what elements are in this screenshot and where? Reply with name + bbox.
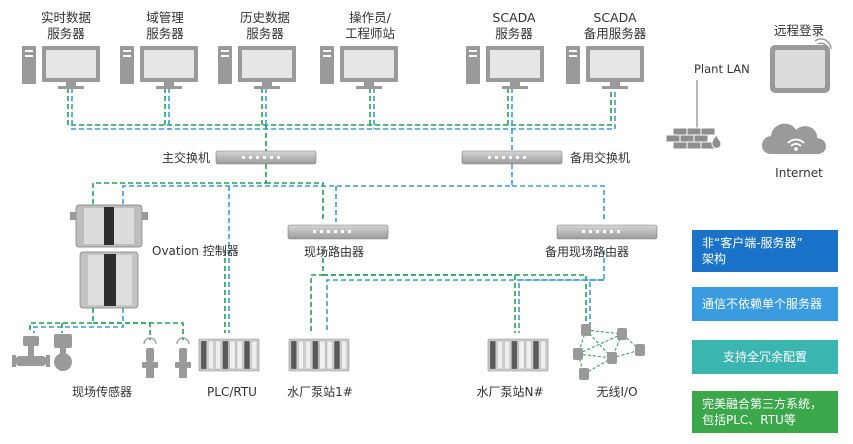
feature-text-line: 完美融合第三方系统， [702, 397, 823, 411]
backup-switch-label: 备用交换机 [570, 150, 630, 165]
wireless-sensor-icon-1 [142, 337, 158, 378]
ovation-controller [70, 204, 148, 309]
feature-box-third-party: 完美融合第三方系统， 包括PLC、RTU等 [692, 391, 838, 433]
server-workstation-icon [120, 46, 198, 89]
server-label-history-1: 历史数据 [240, 10, 290, 25]
server-label-realtime-2: 服务器 [47, 26, 85, 41]
plc-rtu-label: PLC/RTU [207, 385, 257, 399]
server-label-operator-1: 操作员/ [349, 10, 392, 25]
main-switch-label: 主交换机 [162, 150, 210, 165]
field-sensors-label: 现场传感器 [72, 384, 132, 399]
field-router [287, 224, 389, 240]
server-label-scada-1: SCADA [492, 10, 536, 25]
internet-cloud-icon [762, 123, 826, 154]
server-label-scada-backup-2: 备用服务器 [584, 26, 647, 41]
tablet-icon [770, 38, 832, 93]
wireless-io-mesh [573, 324, 645, 380]
server-label-domain-1: 域管理 [146, 10, 184, 25]
primary-network-links [29, 88, 612, 340]
server-label-domain-2: 服务器 [146, 26, 184, 41]
feature-box-non-client-server: 非“客户端-服务器” 架构 [692, 230, 838, 272]
field-router-label: 现场路由器 [304, 244, 364, 259]
server-workstation-icon [466, 46, 544, 89]
server-labels: 实时数据 服务器 域管理 服务器 历史数据 服务器 操作员/ 工程师站 SCAD… [41, 10, 647, 41]
io-rack-icon [487, 338, 549, 372]
plant-lan-label: Plant LAN [694, 62, 750, 76]
wireless-sensor-icon-2 [175, 337, 191, 378]
servers-row [22, 46, 644, 89]
internet-label: Internet [775, 166, 823, 180]
feature-text-line: 架构 [702, 252, 727, 266]
server-label-operator-2: 工程师站 [345, 26, 395, 41]
server-workstation-icon [320, 46, 398, 89]
server-workstation-icon [566, 46, 644, 89]
feature-text-line: 支持全冗余配置 [722, 350, 807, 364]
feature-box-full-redundancy: 支持全冗余配置 [692, 340, 838, 374]
server-label-scada-2: 服务器 [495, 26, 533, 41]
wireless-io-label: 无线I/O [596, 385, 637, 399]
redundant-network-links [33, 88, 616, 333]
feature-text-line: 通信不依赖单个服务器 [702, 297, 823, 311]
server-label-scada-backup-1: SCADA [593, 10, 637, 25]
server-workstation-icon [22, 46, 100, 89]
feature-text-line: 非“客户端-服务器” [702, 236, 803, 250]
io-rack-icon [198, 338, 260, 372]
pump-station-n-label: 水厂泵站N# [476, 385, 543, 399]
backup-switch [461, 150, 563, 165]
controller-label: Ovation 控制器 [152, 244, 239, 258]
pressure-transmitter-icon [54, 334, 72, 371]
server-label-history-2: 服务器 [246, 26, 284, 41]
server-label-realtime-1: 实时数据 [41, 10, 91, 25]
feature-box-server-independence: 通信不依赖单个服务器 [692, 287, 838, 321]
server-workstation-icon [218, 46, 296, 89]
main-switch [215, 150, 317, 165]
io-rack-icon [288, 338, 350, 372]
flow-meter-icon [12, 336, 50, 367]
remote-login-label: 远程登录 [774, 23, 824, 38]
feature-text-line: 包括PLC、RTU等 [702, 413, 796, 427]
io-racks [198, 338, 549, 372]
firewall-icon [665, 127, 722, 150]
pump-station-1-label: 水厂泵站1# [287, 385, 353, 399]
backup-field-router-label: 备用现场路由器 [545, 244, 629, 259]
backup-field-router [556, 224, 658, 240]
